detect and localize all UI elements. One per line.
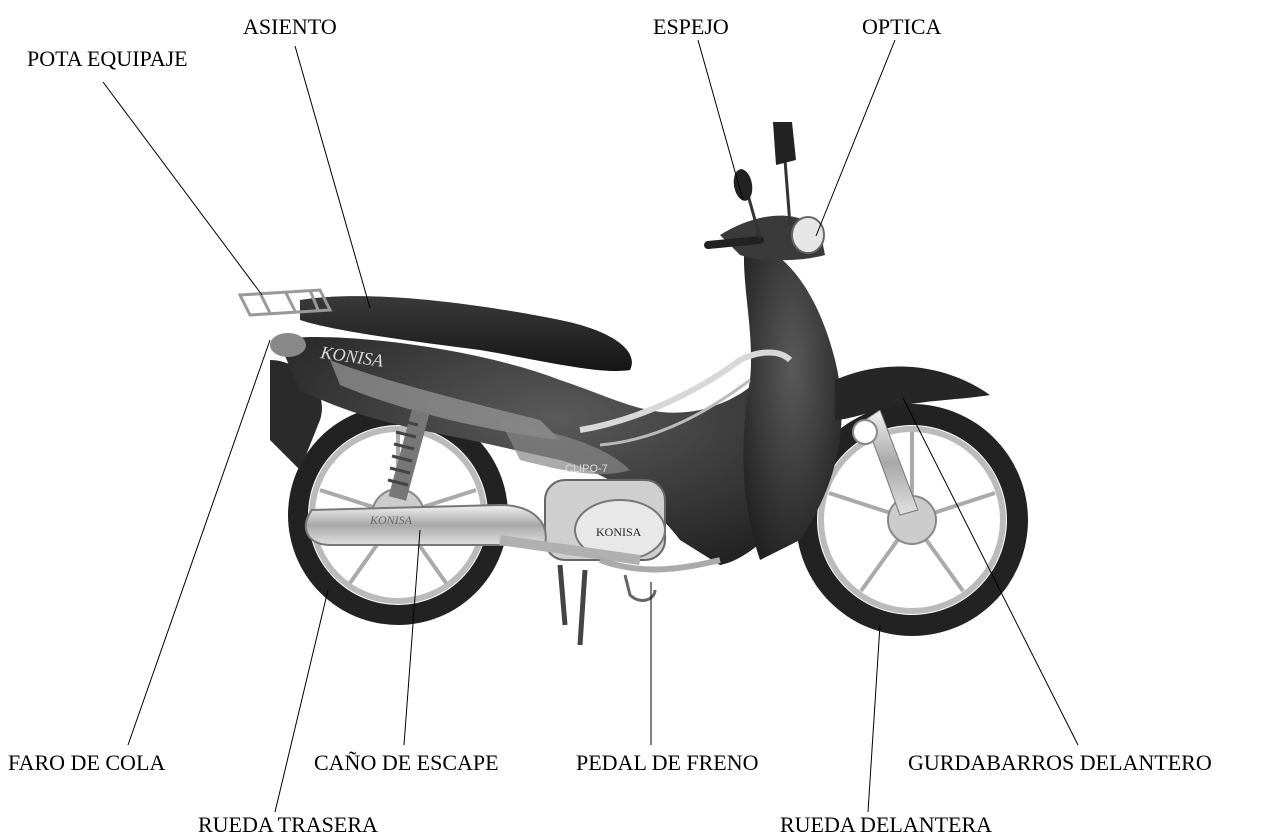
leader-optica	[815, 39, 896, 237]
brake-linkage	[623, 574, 657, 602]
leader-lines	[102, 39, 1079, 813]
leader-pota-equipaje	[102, 81, 263, 296]
tail-light	[270, 333, 306, 357]
leader-gurdabarros	[902, 397, 1079, 746]
seat	[300, 296, 632, 371]
label-asiento: ASIENTO	[243, 14, 337, 39]
leader-cano-de-escape	[403, 529, 421, 746]
label-cano-de-escape: CAÑO DE ESCAPE	[314, 750, 499, 775]
label-optica: OPTICA	[862, 14, 942, 39]
brake-pedal	[598, 557, 721, 573]
mirrors	[733, 122, 796, 239]
model-decal: CLIPO-7	[565, 463, 608, 475]
luggage-rack	[237, 288, 333, 317]
label-gurdabarros-delantero: GURDABARROS DELANTERO	[908, 750, 1212, 775]
kickstand	[557, 564, 588, 646]
body-panels	[278, 240, 990, 565]
exhaust-pipe: KONISA	[304, 503, 641, 565]
rear-shock	[387, 409, 430, 501]
engine: KONISA	[544, 479, 666, 561]
leader-rueda-trasera	[274, 589, 329, 813]
front-fork	[864, 409, 919, 516]
leader-asiento	[294, 45, 371, 309]
front-reflector	[852, 419, 878, 445]
exhaust-brand-decal: KONISA	[369, 513, 413, 527]
label-rueda-trasera: RUEDA TRASERA	[198, 812, 378, 837]
headlight	[791, 216, 825, 254]
leader-rueda-delantera	[867, 624, 881, 813]
label-rueda-delantera: RUEDA DELANTERA	[780, 812, 993, 837]
label-pota-equipaje: POTA EQUIPAJE	[27, 46, 188, 71]
leader-espejo	[697, 39, 744, 201]
engine-brand-decal: KONISA	[596, 525, 642, 539]
label-faro-de-cola: FARO DE COLA	[8, 750, 166, 775]
label-espejo: ESPEJO	[653, 14, 729, 39]
leader-faro-de-cola	[127, 339, 271, 746]
label-pedal-de-freno: PEDAL DE FRENO	[576, 750, 759, 775]
handlebar-assembly	[704, 215, 878, 445]
